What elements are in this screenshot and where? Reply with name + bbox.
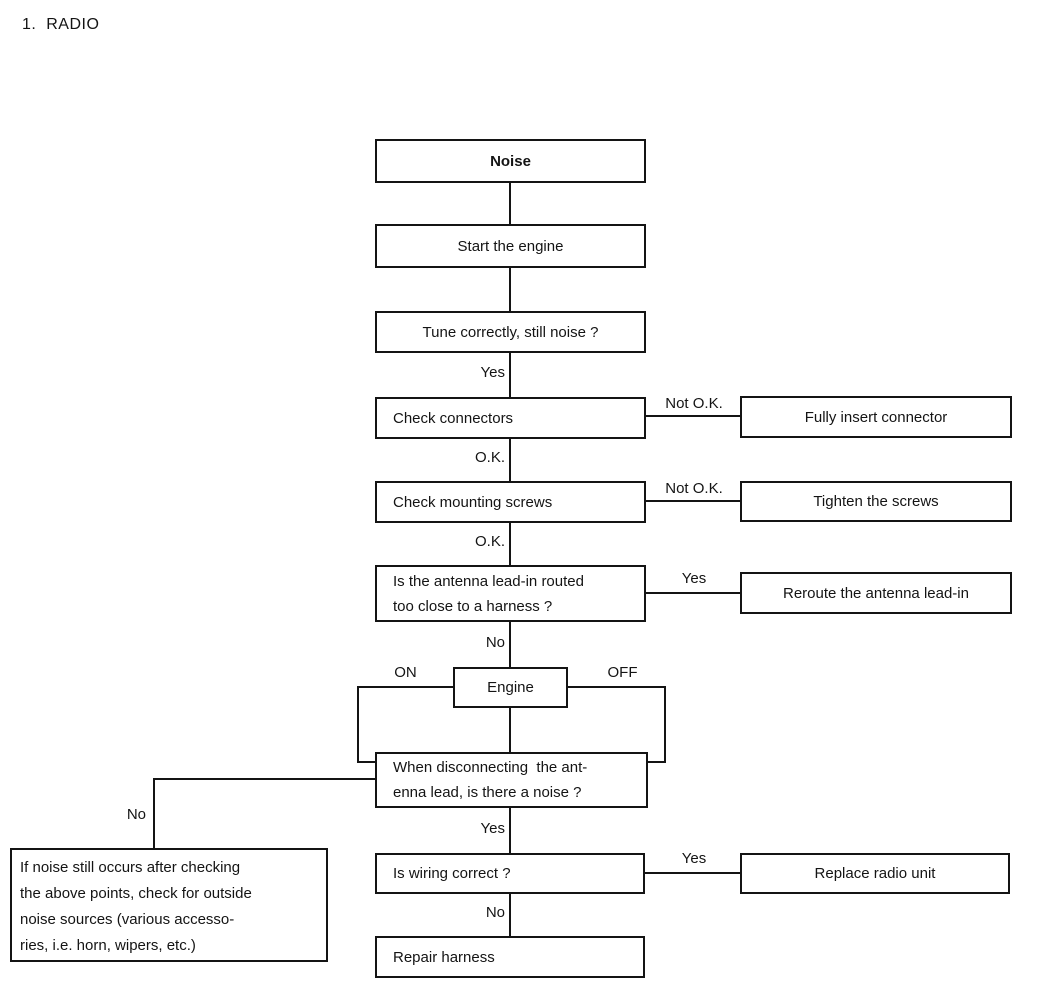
connector-engine-on-stub (357, 761, 377, 763)
node-disconnect-antenna-lead: When disconnecting the ant- enna lead, i… (375, 752, 648, 808)
node-tune-correctly-label: Tune correctly, still noise ? (422, 323, 599, 341)
node-start-engine-label: Start the engine (457, 237, 564, 255)
node-noise-label: Noise (490, 152, 531, 170)
connector-engine-on-v (357, 686, 359, 763)
node-antenna-leadin-line2: too close to a harness ? (393, 597, 553, 615)
edge-label-no-wiring: No (485, 904, 505, 921)
connector-screws-tighten (646, 500, 740, 502)
node-check-mounting-screws-label: Check mounting screws (393, 493, 553, 511)
node-repair-harness-label: Repair harness (393, 948, 495, 966)
node-tighten-screws-label: Tighten the screws (813, 493, 939, 510)
node-is-wiring-correct: Is wiring correct ? (375, 853, 645, 894)
node-check-connectors-label: Check connectors (393, 409, 514, 427)
connector-start-tune (509, 268, 511, 311)
node-replace-radio-unit: Replace radio unit (740, 853, 1010, 894)
node-fully-insert-connector-label: Fully insert connector (804, 408, 948, 426)
node-antenna-leadin-line1: Is the antenna lead-in routed (393, 572, 584, 590)
connector-connectors-screws (509, 439, 511, 481)
node-repair-harness: Repair harness (375, 936, 645, 978)
edge-label-notok-screws: Not O.K. (665, 480, 723, 497)
edge-label-no-antenna: No (485, 634, 505, 651)
node-outside-noise-line1: If noise still occurs after checking (20, 859, 241, 876)
connector-wiring-repair (509, 894, 511, 936)
node-outside-noise-line4: ries, i.e. horn, wipers, etc.) (20, 937, 196, 954)
connector-antenna-reroute (646, 592, 740, 594)
connector-tune-connectors (509, 353, 511, 397)
node-reroute-antenna-label: Reroute the antenna lead-in (783, 584, 969, 602)
node-noise: Noise (375, 139, 646, 183)
connector-antenna-engine (509, 622, 511, 667)
node-tighten-screws: Tighten the screws (740, 481, 1012, 522)
node-disconnect-line1: When disconnecting the ant- (393, 759, 588, 776)
connector-connectors-insert (646, 415, 740, 417)
node-outside-noise-line2: the above points, check for outside (20, 885, 252, 902)
connector-engine-disconnect (509, 708, 511, 752)
connector-screws-antenna (509, 523, 511, 565)
connector-engine-off-stub (648, 761, 666, 763)
node-tune-correctly: Tune correctly, still noise ? (375, 311, 646, 353)
connector-noise-start (509, 183, 511, 224)
node-check-mounting-screws: Check mounting screws (375, 481, 646, 523)
edge-label-yes-tune: Yes (480, 364, 505, 381)
edge-label-engine-on: ON (394, 664, 417, 681)
node-fully-insert-connector: Fully insert connector (740, 396, 1012, 438)
connector-engine-on-h (357, 686, 453, 688)
edge-label-yes-disconnect: Yes (480, 820, 505, 837)
connector-disconnect-no-h (153, 778, 375, 780)
node-outside-noise-line3: noise sources (various accesso- (20, 911, 235, 928)
node-engine-label: Engine (487, 679, 534, 696)
node-check-connectors: Check connectors (375, 397, 646, 439)
node-reroute-antenna: Reroute the antenna lead-in (740, 572, 1012, 614)
edge-label-engine-off: OFF (607, 664, 638, 681)
node-start-engine: Start the engine (375, 224, 646, 268)
edge-label-ok-connectors: O.K. (474, 449, 505, 466)
node-antenna-leadin-routed: Is the antenna lead-in routed too close … (375, 565, 646, 622)
node-is-wiring-correct-label: Is wiring correct ? (393, 865, 511, 882)
connector-disconnect-no-v (153, 778, 155, 848)
edge-label-notok-connectors: Not O.K. (665, 395, 723, 412)
node-replace-radio-unit-label: Replace radio unit (814, 865, 936, 882)
node-disconnect-line2: enna lead, is there a noise ? (393, 784, 582, 801)
node-outside-noise-note: If noise still occurs after checking the… (10, 848, 328, 962)
node-engine: Engine (453, 667, 568, 708)
edge-label-yes-antenna: Yes (681, 570, 707, 587)
connector-wiring-replace (645, 872, 740, 874)
connector-engine-off-v (664, 686, 666, 763)
edge-label-no-disconnect: No (126, 806, 146, 823)
edge-label-ok-screws: O.K. (474, 533, 505, 550)
connector-engine-off-h (568, 686, 666, 688)
connector-disconnect-wiring (509, 808, 511, 853)
page-title: 1. RADIO (22, 16, 100, 33)
edge-label-yes-wiring: Yes (681, 850, 707, 867)
